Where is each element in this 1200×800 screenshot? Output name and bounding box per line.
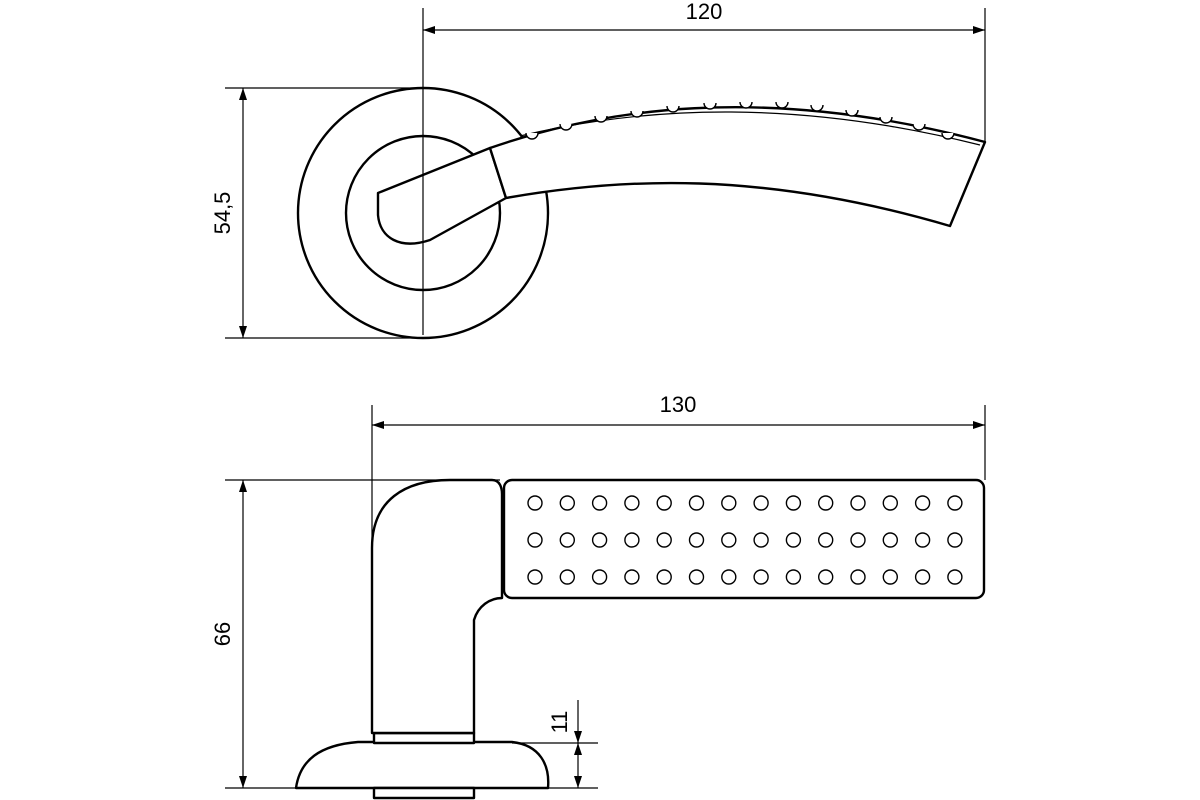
- top-handle-dots: [525, 101, 955, 140]
- dimension-top-height: 54,5: [210, 87, 423, 339]
- grip-hole: [721, 495, 737, 511]
- grip-hole: [591, 495, 608, 511]
- grip-hole: [818, 532, 834, 548]
- lever-dot: [559, 123, 573, 131]
- dimension-top-width: 120: [422, 0, 986, 335]
- lever-dot: [739, 101, 753, 109]
- grip-hole: [785, 569, 802, 585]
- grip-hole: [688, 569, 705, 585]
- grip-hole: [721, 569, 737, 585]
- grip-hole: [591, 532, 608, 548]
- grip-hole: [882, 495, 898, 511]
- side-spindle-base: [372, 786, 476, 800]
- grip-hole: [882, 569, 898, 585]
- grip-hole: [753, 569, 769, 585]
- dimension-top-height-label: 54,5: [210, 192, 235, 235]
- lever-dot: [525, 132, 539, 140]
- grip-hole: [850, 532, 866, 548]
- grip-hole: [688, 532, 705, 548]
- dimension-rose-height: 11: [512, 700, 598, 789]
- lever-dot: [879, 116, 893, 124]
- grip-hole: [914, 532, 931, 548]
- lever-dot: [845, 109, 859, 117]
- top-handle-lever: [488, 106, 987, 228]
- side-handle-grip: [502, 478, 986, 600]
- dimension-top-width-label: 120: [686, 0, 723, 24]
- side-collar: [372, 731, 476, 745]
- lever-dot: [703, 102, 717, 110]
- grip-hole: [527, 532, 543, 548]
- grip-hole: [624, 495, 640, 511]
- grip-hole: [882, 532, 898, 548]
- grip-hole: [850, 495, 866, 511]
- grip-hole: [947, 532, 963, 548]
- lever-dot: [810, 104, 824, 112]
- grip-hole: [818, 495, 834, 511]
- grip-hole: [753, 495, 769, 511]
- grip-hole: [656, 532, 672, 548]
- dimension-side-height-label: 66: [210, 622, 235, 646]
- grip-hole: [591, 569, 608, 585]
- lever-dot: [941, 132, 955, 140]
- grip-hole: [624, 532, 640, 548]
- side-handle-neck: [370, 478, 504, 735]
- dimension-side-height: 66: [210, 479, 500, 789]
- dimension-rose-height-label: 11: [547, 711, 572, 734]
- grip-hole: [656, 495, 672, 511]
- grip-hole: [527, 569, 543, 585]
- lever-dot: [775, 101, 789, 109]
- grip-hole: [914, 569, 931, 585]
- lever-dot: [630, 110, 644, 118]
- side-view: [294, 478, 986, 800]
- grip-hole: [527, 495, 543, 511]
- grip-hole: [914, 495, 931, 511]
- grip-hole: [947, 569, 963, 585]
- grip-hole: [818, 569, 834, 585]
- side-rose-dome: [294, 740, 550, 790]
- top-handle-neck: [376, 146, 508, 245]
- grip-hole: [559, 495, 575, 511]
- dimension-side-width-label: 130: [660, 392, 697, 417]
- side-grip-holes: [527, 495, 963, 585]
- grip-hole: [624, 569, 640, 585]
- grip-hole: [850, 569, 866, 585]
- top-view: [296, 86, 987, 340]
- grip-hole: [785, 495, 802, 511]
- grip-hole: [688, 495, 705, 511]
- grip-hole: [656, 569, 672, 585]
- grip-hole: [559, 569, 575, 585]
- grip-hole: [753, 532, 769, 548]
- dimension-side-width: 130: [371, 392, 986, 545]
- grip-hole: [785, 532, 802, 548]
- grip-hole: [721, 532, 737, 548]
- lever-dot: [666, 105, 680, 113]
- grip-hole: [559, 532, 575, 548]
- grip-hole: [947, 495, 963, 511]
- lever-dot: [594, 115, 608, 123]
- lever-dot: [912, 123, 926, 131]
